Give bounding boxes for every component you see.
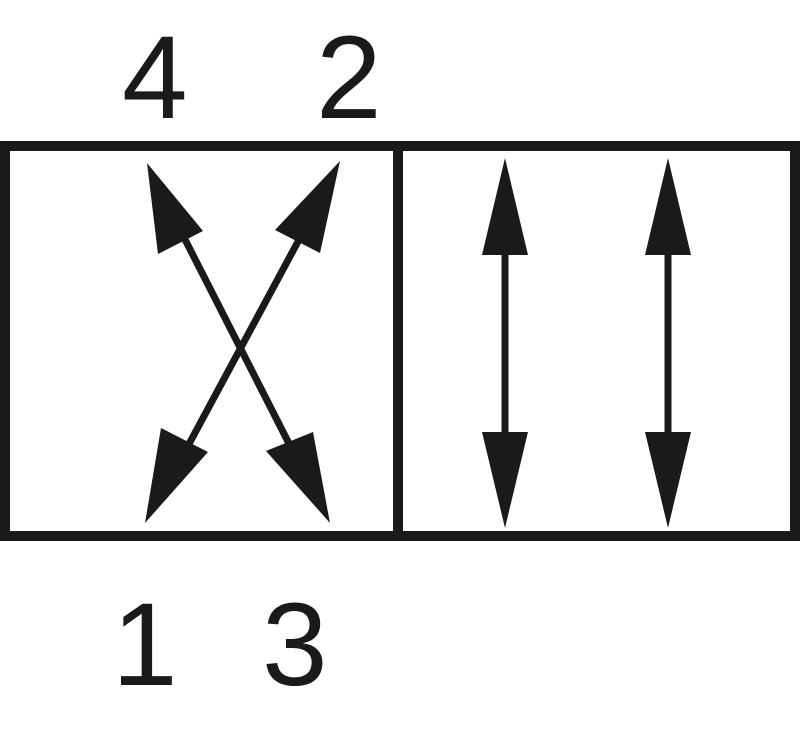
arrowhead-up-right-icon xyxy=(275,161,340,253)
arrowhead-up-icon xyxy=(645,158,691,255)
valve-position-box-crossed xyxy=(0,141,403,541)
arrowhead-down-icon xyxy=(645,432,691,528)
flow-line-1-to-2 xyxy=(171,208,319,472)
port-label-1: 1 xyxy=(112,579,178,711)
valve-position-box-parallel xyxy=(393,141,800,541)
flow-line-4-to-3 xyxy=(166,208,309,477)
arrowhead-up-icon xyxy=(482,158,528,255)
arrowhead-down-icon xyxy=(482,432,528,528)
port-label-4: 4 xyxy=(122,12,188,144)
port-label-3: 3 xyxy=(262,579,328,711)
arrowhead-down-right-icon xyxy=(266,432,330,523)
arrowhead-down-left-icon xyxy=(145,428,208,523)
port-label-2: 2 xyxy=(316,12,382,144)
arrowhead-up-left-icon xyxy=(147,163,203,254)
